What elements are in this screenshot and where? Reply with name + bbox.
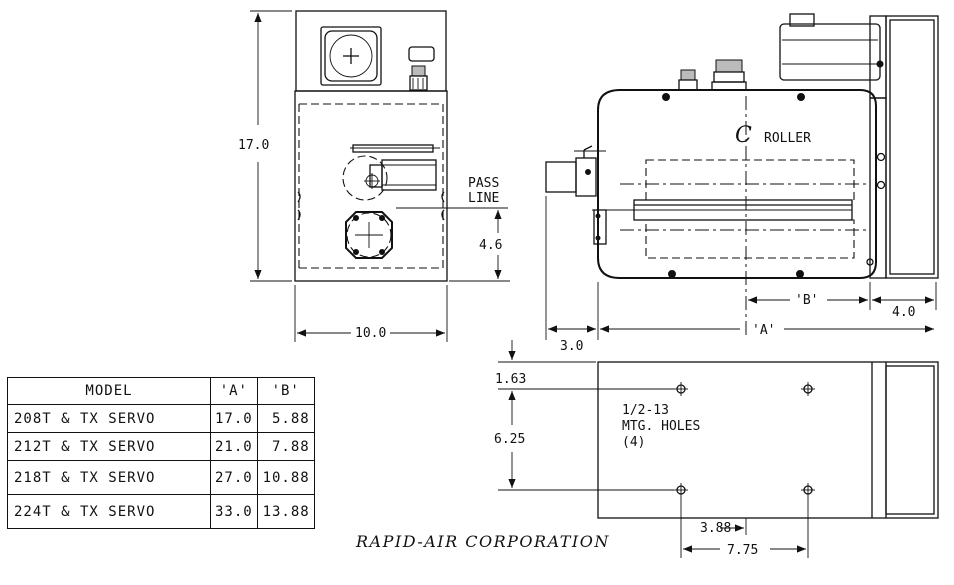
row-model: 218T & TX SERVO (7, 460, 211, 495)
row-model: 212T & TX SERVO (7, 432, 211, 461)
side-view: C ROLLER 'B' 4.0 3.0 'A' (545, 13, 939, 354)
dim-b-label: 'B' (795, 293, 818, 308)
mounting-hole (674, 382, 688, 396)
front-view: 17.0 10.0 PASS LINE 4.6 (238, 10, 510, 342)
dim-right-label: 4.0 (892, 305, 915, 320)
row-b: 5.88 (256, 404, 315, 433)
row-b: 7.88 (256, 432, 315, 461)
model-table: MODEL 'A' 'B' 208T & TX SERVO 17.0 5.88 … (7, 377, 315, 529)
table-row: 218T & TX SERVO 27.0 10.88 (7, 460, 315, 495)
pass-line-label-bottom: LINE (468, 191, 499, 206)
row-model: 224T & TX SERVO (7, 494, 211, 529)
dim-inner-label: 3.88 (700, 521, 731, 536)
holes-note-line3: (4) (622, 435, 645, 450)
mounting-hole (801, 483, 815, 497)
mounting-hole (674, 483, 688, 497)
header-b: 'B' (256, 377, 315, 405)
dim-a-label: 'A' (752, 323, 775, 338)
dim-hole-spacing-label: 6.25 (494, 432, 525, 447)
row-model: 208T & TX SERVO (7, 404, 211, 433)
company-name: RAPID-AIR CORPORATION (356, 532, 610, 551)
row-b: 10.88 (256, 460, 315, 495)
header-a: 'A' (210, 377, 258, 405)
table-row: 208T & TX SERVO 17.0 5.88 (7, 404, 315, 433)
front-width-label: 10.0 (355, 326, 386, 341)
front-height-label: 17.0 (238, 138, 269, 153)
bottom-view: 1/2-13 MTG. HOLES (4) 1.63 6.25 3.88 7.7… (494, 340, 939, 558)
pass-line-label-top: PASS (468, 176, 499, 191)
row-a: 17.0 (210, 404, 258, 433)
row-a: 21.0 (210, 432, 258, 461)
header-model: MODEL (7, 377, 211, 405)
table-row: 224T & TX SERVO 33.0 13.88 (7, 494, 315, 529)
table-row: 212T & TX SERVO 21.0 7.88 (7, 432, 315, 461)
row-a: 33.0 (210, 494, 258, 529)
row-b: 13.88 (256, 494, 315, 529)
dim-offset-label: 1.63 (495, 372, 526, 387)
mounting-hole (801, 382, 815, 396)
pass-line-height-label: 4.6 (479, 238, 502, 253)
holes-note-line1: 1/2-13 (622, 403, 669, 418)
row-a: 27.0 (210, 460, 258, 495)
model-table-header: MODEL 'A' 'B' (7, 377, 315, 405)
holes-note-line2: MTG. HOLES (622, 419, 700, 434)
dim-outer-label: 7.75 (727, 543, 758, 558)
roller-centerline-symbol: C (735, 123, 752, 148)
dim-left-label: 3.0 (560, 339, 583, 354)
roller-label: ROLLER (764, 131, 811, 146)
